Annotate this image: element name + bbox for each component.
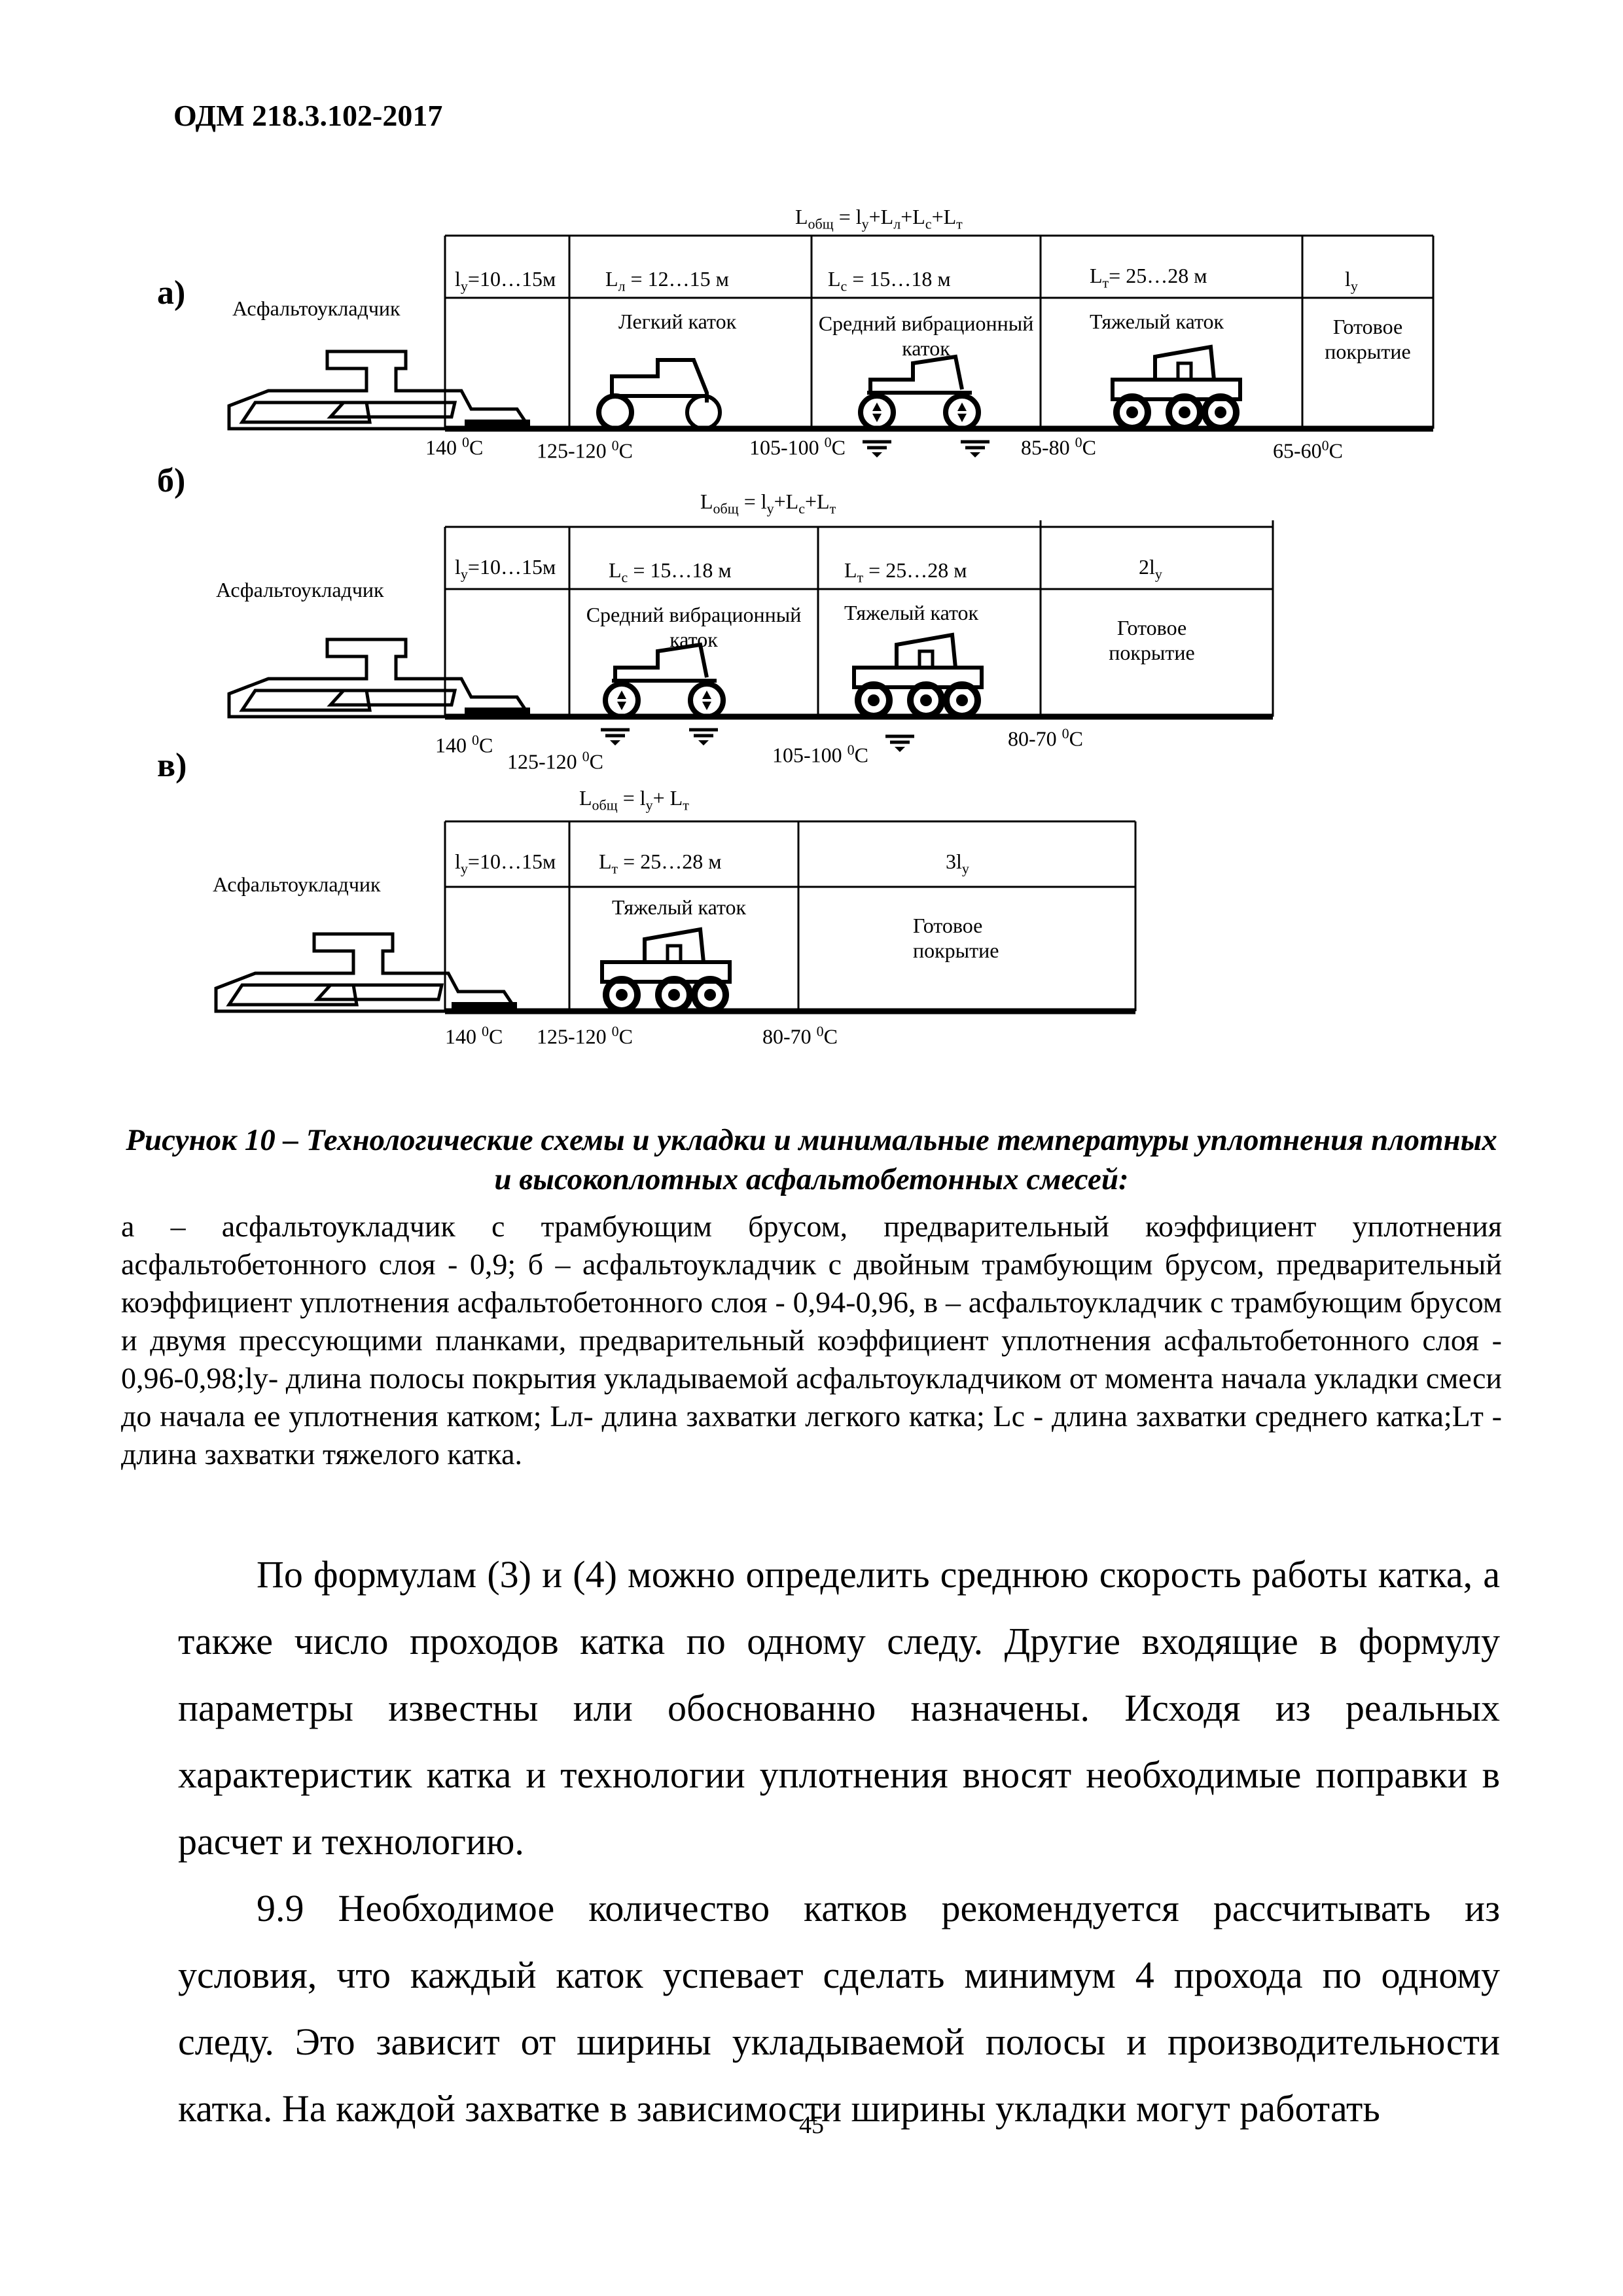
scheme-a-total-formula: Lобщ = lу+Lл+Lс+Lт	[795, 205, 963, 232]
scheme-v-letter: в)	[157, 747, 187, 784]
scheme-b-zone2-name: Средний вибрационный каток	[586, 603, 802, 651]
scheme-v-zone3-length: 3lу	[946, 850, 969, 877]
scheme-a-zone4-length: Lт= 25…28 м	[1090, 264, 1207, 291]
scheme-a	[229, 234, 1435, 457]
scheme-v-zone1-length: lу=10…15м	[455, 850, 556, 877]
scheme-a-zone3-name: Средний вибрационный каток	[818, 312, 1034, 360]
scheme-a-zone4-name: Тяжелый каток	[1090, 310, 1224, 333]
scheme-b-letter: б)	[157, 462, 186, 499]
scheme-b-zone2-length: Lс = 15…18 м	[609, 558, 732, 586]
body-paragraph-2: 9.9 Необходимое количество катков рекоме…	[178, 1887, 1500, 2130]
scheme-a-zone5-name: Готовое покрытие	[1325, 315, 1411, 363]
scheme-v-temp-3: 80-70 0C	[762, 1023, 838, 1049]
scheme-v	[216, 820, 1137, 1014]
scheme-v-total-formula: Lобщ = lу+ Lт	[579, 786, 689, 814]
scheme-a-temp-1: 140 0C	[425, 434, 484, 459]
scheme-a-temp-5: 65-600C	[1273, 437, 1343, 463]
scheme-a-temp-3: 105-100 0C	[749, 434, 846, 459]
scheme-a-temp-4: 85-80 0C	[1021, 434, 1096, 459]
scheme-v-zone2-name: Тяжелый каток	[612, 895, 747, 919]
scheme-b-zone3-name: Тяжелый каток	[844, 601, 979, 624]
figure-caption: Рисунок 10 – Технологические схемы и укл…	[126, 1123, 1497, 1196]
scheme-b-zone4-name: Готовое покрытие	[1109, 616, 1195, 664]
technology-schemes-figure	[0, 234, 1435, 1014]
scheme-v-zone3-name: Готовое покрытие	[913, 914, 999, 962]
page-number: 45	[799, 2111, 824, 2139]
scheme-a-zone1-length: lу=10…15м	[455, 267, 556, 295]
scheme-b-total-formula: Lобщ = lу+Lс+Lт	[700, 490, 836, 517]
document-code: ОДМ 218.3.102-2017	[173, 99, 443, 132]
scheme-v-temp-2: 125-120 0C	[537, 1023, 633, 1049]
scheme-b-zone3-length: Lт = 25…28 м	[844, 558, 967, 586]
figure-legend: а – асфальтоукладчик с трамбующим брусом…	[121, 1210, 1502, 1471]
scheme-b-zone4-length: 2lу	[1139, 555, 1162, 583]
scheme-v-temp-1: 140 0C	[445, 1023, 503, 1049]
body-paragraph-1: По формулам (3) и (4) можно определить с…	[178, 1553, 1500, 1863]
scheme-a-temp-2: 125-120 0C	[537, 437, 633, 463]
scheme-b-temp-3: 105-100 0C	[772, 742, 868, 767]
scheme-v-paver-label: Асфальтоукладчик	[213, 872, 381, 896]
scheme-a-zone2-length: Lл = 12…15 м	[605, 267, 729, 295]
scheme-b-paver-label: Асфальтоукладчик	[216, 578, 384, 601]
scheme-a-paver-label: Асфальтоукладчик	[232, 296, 401, 320]
scheme-b	[229, 520, 1274, 752]
scheme-b-temp-2: 125-120 0C	[507, 748, 603, 774]
scheme-a-zone2-name: Легкий каток	[618, 310, 737, 333]
scheme-b-temp-4: 80-70 0C	[1008, 725, 1083, 751]
scheme-b-temp-1: 140 0C	[435, 732, 493, 757]
scheme-v-zone2-length: Lт = 25…28 м	[599, 850, 722, 877]
scheme-a-zone5-length: lу	[1345, 267, 1358, 295]
scheme-a-letter: а)	[157, 274, 186, 312]
scheme-b-zone1-length: lу=10…15м	[455, 555, 556, 583]
scheme-a-zone3-length: Lс = 15…18 м	[828, 267, 951, 295]
